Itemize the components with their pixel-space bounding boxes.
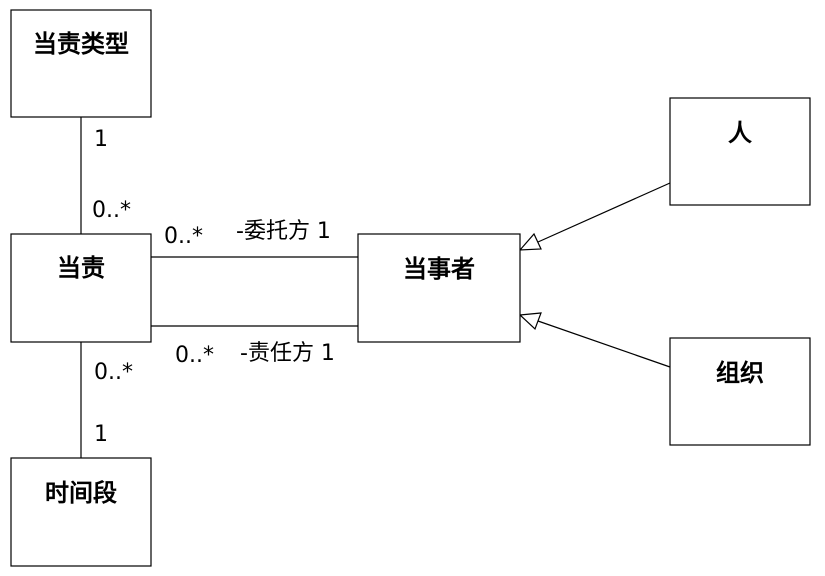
class-name: 人 bbox=[728, 119, 752, 147]
class-time-period: 时间段 bbox=[10, 457, 152, 567]
class-box bbox=[10, 9, 152, 118]
time-upper-multiplicity: 0..* bbox=[94, 360, 133, 385]
class-party: 当事者 bbox=[357, 233, 521, 343]
type-lower-multiplicity: 0..* bbox=[92, 198, 131, 223]
class-name: 时间段 bbox=[45, 479, 117, 507]
type-upper-multiplicity: 1 bbox=[94, 127, 108, 152]
class-name: 当责类型 bbox=[33, 30, 129, 58]
class-box bbox=[10, 233, 152, 343]
class-box bbox=[357, 233, 521, 343]
organization-generalization-arrowhead bbox=[518, 312, 542, 331]
responsible-role-label: -责任方 1 bbox=[240, 341, 335, 366]
class-accountability: 当责 bbox=[10, 233, 152, 343]
class-name: 组织 bbox=[716, 359, 764, 387]
class-box bbox=[10, 457, 152, 567]
commissioner-role-label: -委托方 1 bbox=[236, 219, 331, 244]
person-generalization-line bbox=[537, 182, 671, 243]
time-lower-multiplicity: 1 bbox=[94, 422, 108, 447]
person-generalization-arrowhead bbox=[518, 232, 542, 251]
class-name: 当事者 bbox=[403, 255, 475, 283]
commissioner-near-multiplicity: 0..* bbox=[164, 224, 203, 249]
class-accountability-type: 当责类型 bbox=[10, 9, 152, 118]
organization-generalization-line bbox=[537, 320, 671, 368]
class-organization: 组织 bbox=[669, 337, 811, 446]
class-box bbox=[669, 337, 811, 446]
class-box bbox=[669, 97, 811, 206]
responsible-near-multiplicity: 0..* bbox=[175, 343, 214, 368]
class-name: 当责 bbox=[57, 254, 105, 282]
class-person: 人 bbox=[669, 97, 811, 206]
